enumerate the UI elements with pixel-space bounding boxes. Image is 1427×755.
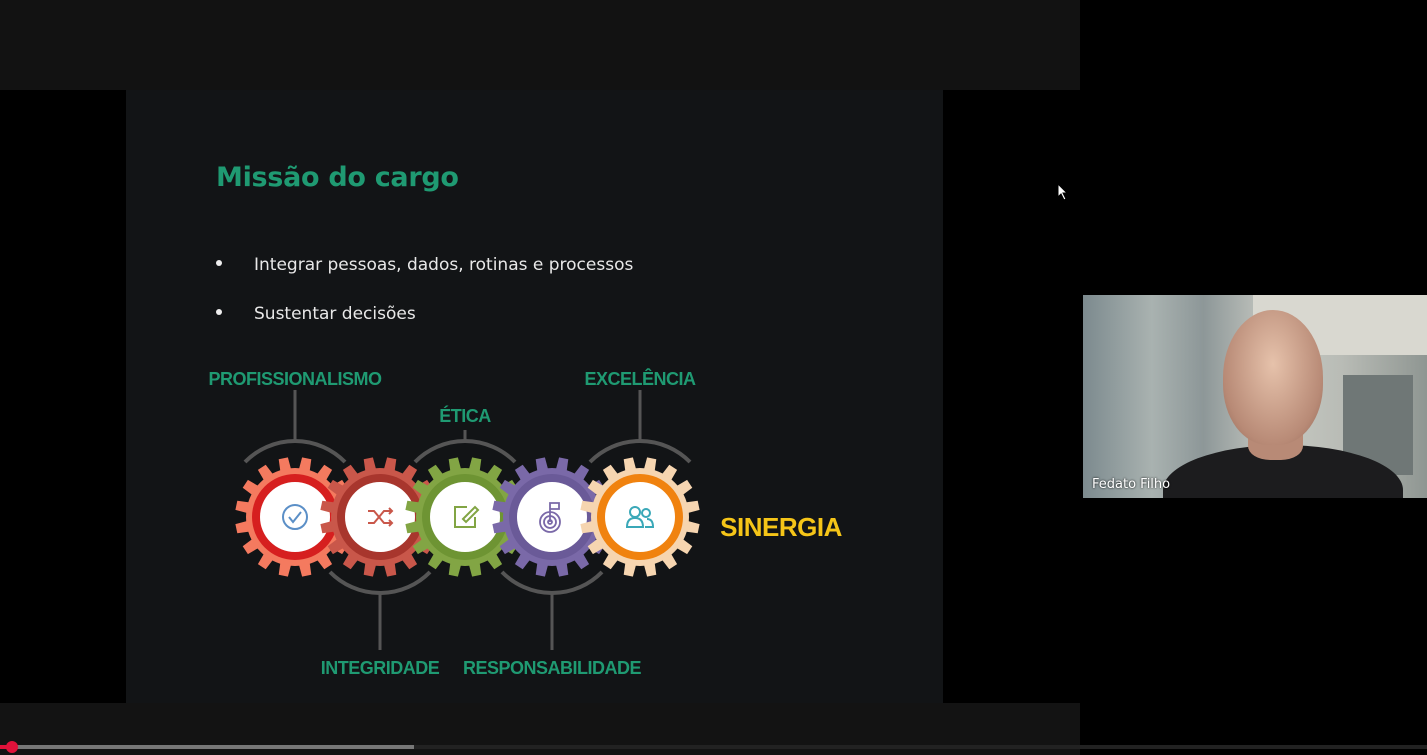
gear-connector — [413, 430, 517, 464]
bullet-dot — [216, 309, 222, 315]
users-body — [625, 516, 655, 528]
gear-label-integridade: INTEGRIDADE — [321, 658, 440, 678]
slide-title: Missão do cargo — [216, 162, 459, 193]
player-top-bar — [0, 0, 1080, 90]
connector-arc — [588, 438, 692, 464]
progress-bar[interactable] — [0, 745, 1427, 749]
gears-diagram: PROFISSIONALISMO INTEGRIDADE ÉTICA RESPONSA… — [208, 368, 843, 678]
gear — [235, 457, 355, 577]
presentation-slide: Missão do cargo Integrar pessoas, dados,… — [126, 90, 943, 703]
connector-arc — [243, 438, 347, 464]
connector-arc — [500, 570, 604, 596]
gear-label-responsabilidade: RESPONSABILIDADE — [463, 658, 642, 678]
participant-name: Fedato Filho — [1092, 477, 1171, 492]
gear-connector — [500, 570, 604, 650]
mouse-cursor-icon — [1057, 183, 1069, 201]
webcam-person-head — [1223, 310, 1323, 445]
gear-label-excelência: EXCELÊNCIA — [584, 368, 696, 389]
gear-center — [260, 482, 330, 552]
gear — [320, 457, 440, 577]
video-player: Missão do cargo Integrar pessoas, dados,… — [0, 0, 1080, 755]
gear-connector — [243, 390, 347, 464]
bullet-text: Sustentar decisões — [254, 304, 416, 324]
connector-arc — [328, 570, 432, 596]
bullet-item: Integrar pessoas, dados, rotinas e proce… — [216, 255, 633, 275]
edit-icon — [454, 505, 480, 528]
bullet-dot — [216, 260, 222, 266]
progress-buffered — [0, 745, 414, 749]
flag-icon — [549, 502, 560, 522]
bullet-text: Integrar pessoas, dados, rotinas e proce… — [254, 255, 634, 275]
gear — [405, 457, 525, 577]
gear-label-profissionalismo: PROFISSIONALISMO — [208, 369, 382, 389]
shuffle-icon — [368, 507, 394, 527]
check-mark — [288, 511, 302, 524]
summary-label: SINERGIA — [720, 512, 842, 542]
gear-connector — [328, 570, 432, 650]
check-circle-icon — [282, 504, 308, 530]
progress-scrubber[interactable] — [6, 741, 18, 753]
gear-label-ética: ÉTICA — [439, 405, 491, 426]
user-head — [641, 508, 651, 518]
gear — [580, 457, 700, 577]
gear-connector — [588, 390, 692, 464]
gear-center — [605, 482, 675, 552]
gear — [492, 457, 612, 577]
connector-arc — [413, 438, 517, 464]
bullet-item: Sustentar decisões — [216, 304, 416, 324]
webcam-feed: Fedato Filho — [1083, 295, 1427, 498]
